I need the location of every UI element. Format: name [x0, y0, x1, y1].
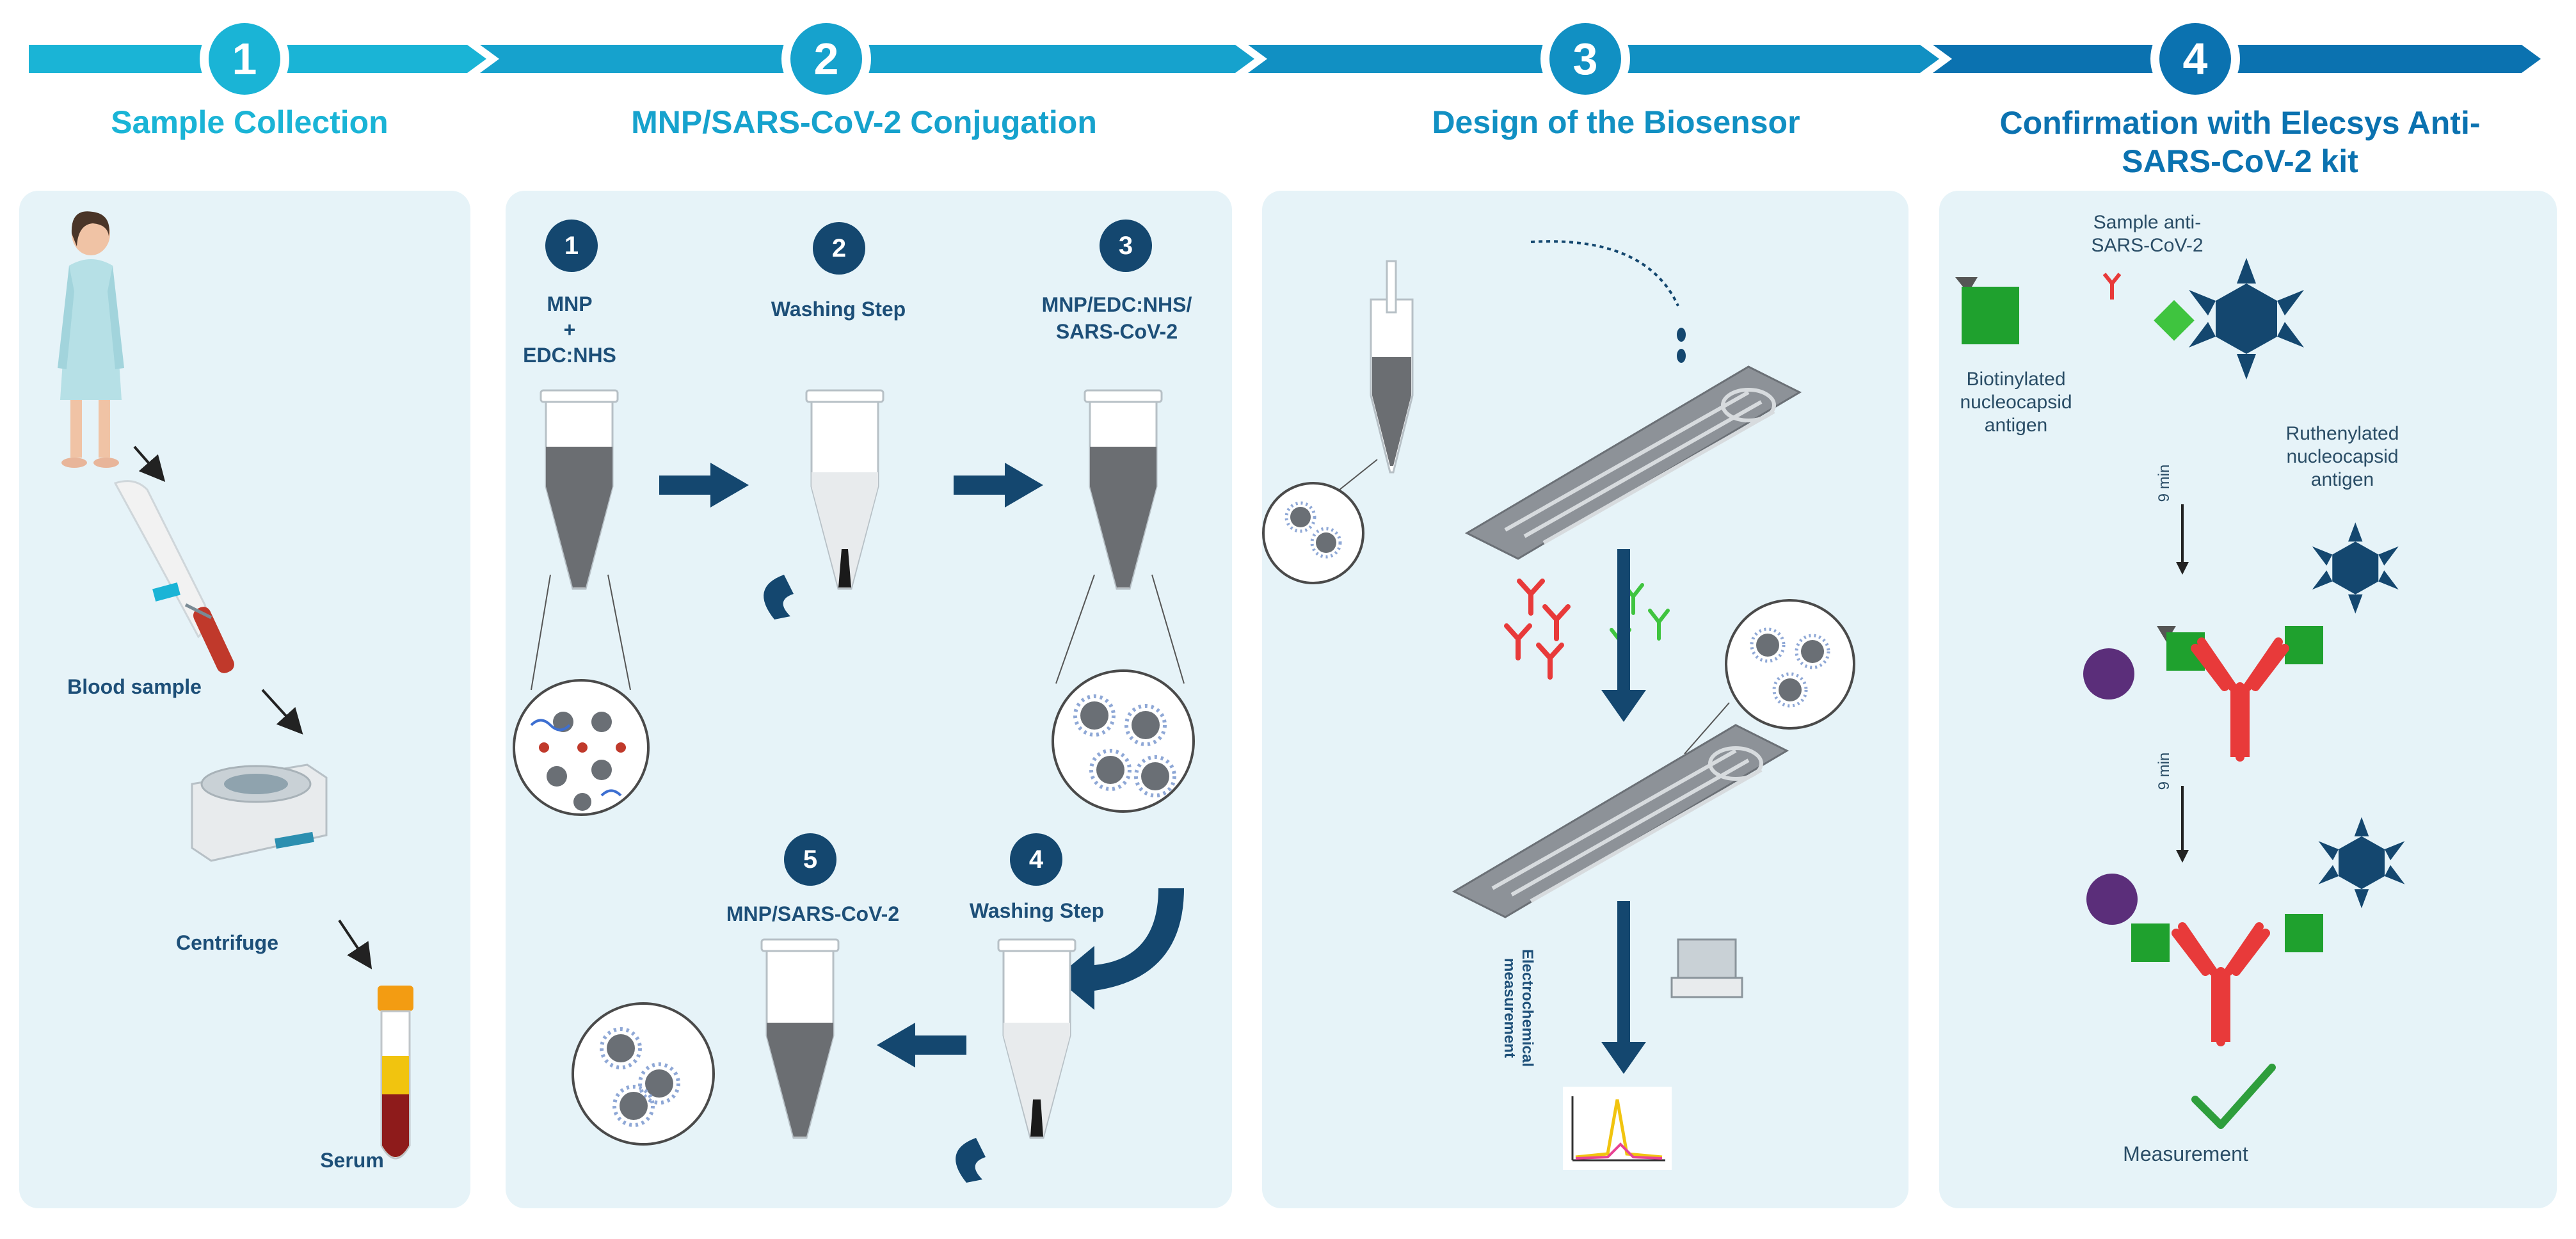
conjugation-illustration	[513, 389, 1195, 1183]
mnp-edc-nhs-line1: MNP	[547, 292, 593, 316]
ruthenylated-line1: Ruthenylated	[2285, 423, 2399, 444]
biotinylated-line1: Biotinylated	[1966, 369, 2066, 390]
conjugation-step-2-badge: 2	[813, 222, 865, 275]
centrifuge-label: Centrifuge	[176, 931, 278, 954]
step-4-title-line1: Confirmation with Elecsys Anti-	[1999, 105, 2481, 141]
panel1-flow-arrows	[133, 445, 372, 970]
electrochemical-measurement-line2: measurement	[1501, 957, 1518, 1059]
sample-anti-sars-line2: SARS-CoV-2	[2091, 235, 2204, 256]
serum-tube-illustration	[378, 986, 413, 1160]
step-1-title: Sample Collection	[111, 104, 388, 140]
conjugation-step-3-badge: 3	[1100, 220, 1152, 272]
mnp-edc-nhs-line3: EDC:NHS	[523, 344, 616, 367]
ruthenylated-line3: antigen	[2310, 469, 2374, 490]
step-3-title: Design of the Biosensor	[1432, 104, 1800, 140]
biotinylated-antigen-label: Biotinylated nucleocapsid antigen	[1939, 368, 2093, 437]
arm-blood-draw-illustration	[113, 480, 234, 673]
mnp-edc-nhs-sars-label: MNP/EDC:NHS/ SARS-CoV-2	[1005, 291, 1229, 345]
patient-illustration	[58, 211, 124, 468]
conjugation-step-1-badge: 1	[545, 220, 598, 272]
step-1-badge: 1	[200, 14, 289, 104]
washing-step-label-2: Washing Step	[969, 899, 1105, 922]
step-2-badge: 2	[781, 14, 871, 104]
mnp-edc-nhs-sars-line1: MNP/EDC:NHS/	[1041, 293, 1192, 316]
mnp-sars-cov-2-label: MNP/SARS-CoV-2	[726, 902, 900, 925]
electrochemical-measurement-line1: Electrochemical	[1519, 948, 1536, 1067]
blood-sample-label: Blood sample	[67, 675, 202, 698]
biotinylated-line3: antigen	[1984, 415, 2048, 436]
centrifuge-illustration	[191, 763, 328, 862]
washing-step-label-1: Washing Step	[771, 298, 906, 321]
conjugation-step-4-badge: 4	[1010, 833, 1062, 886]
step-4-title: Confirmation with Elecsys Anti- SARS-CoV…	[1933, 104, 2547, 180]
ruthenylated-antigen-label: Ruthenylated nucleocapsid antigen	[2259, 422, 2426, 492]
step-4-title-line2: SARS-CoV-2 kit	[2122, 143, 2358, 179]
electrochemical-measurement-label: Electrochemical measurement	[1500, 928, 1536, 1088]
sample-anti-sars-line1: Sample anti-	[2093, 212, 2202, 233]
step-3-badge: 3	[1540, 14, 1630, 104]
measurement-label: Measurement	[2123, 1142, 2248, 1165]
ruthenylated-line2: nucleocapsid	[2286, 446, 2399, 467]
mnp-edc-nhs-sars-line2: SARS-CoV-2	[1055, 320, 1178, 343]
sample-anti-sars-label: Sample anti- SARS-CoV-2	[2067, 211, 2227, 257]
elecsys-illustration	[1955, 258, 2405, 1129]
step-2-title: MNP/SARS-CoV-2 Conjugation	[631, 104, 1097, 140]
serum-label: Serum	[320, 1149, 384, 1172]
mnp-edc-nhs-line2: +	[563, 318, 576, 341]
step-4-badge: 4	[2150, 14, 2240, 104]
biotinylated-line2: nucleocapsid	[1960, 392, 2072, 413]
mnp-edc-nhs-label: MNP + EDC:NHS	[512, 291, 627, 368]
biosensor-illustration	[1262, 240, 1855, 1170]
conjugation-step-5-badge: 5	[784, 833, 836, 886]
